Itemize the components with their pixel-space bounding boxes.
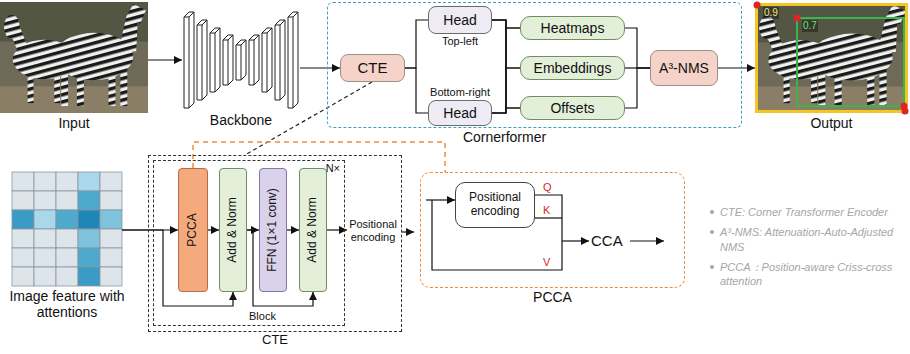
head-box: HeadTop-left [428,6,492,34]
connector [492,28,520,113]
note-text: CTE: Corner Transformer Encoder [708,205,903,219]
connector [208,229,219,230]
query-label: Q [543,181,552,194]
note-text: PCCA：Position-aware Criss-cross attentio… [708,260,903,289]
value-label: V [543,256,550,269]
attention-bar: PCCA [178,168,208,292]
connector [492,108,520,113]
node-caption: PCCA [533,289,572,305]
connector [625,68,650,108]
node-caption: Image feature with attentions [9,288,125,320]
corner-dots [754,2,909,115]
node-label: A³-NMS [659,60,709,76]
bullet [710,265,714,269]
output-box: Heatmaps [520,16,625,40]
block-label: Block [249,310,276,323]
detection-box [757,5,907,112]
connector [625,28,650,68]
connector [287,229,299,230]
process-box: A³-NMS [650,50,718,86]
encoder-box: CTEN×PCCAAdd & NormFFN (1×1 conv)Add & N… [148,155,402,332]
connector [300,67,340,68]
connector [148,59,182,60]
note-text: A³-NMS: Attenuation-Auto-Adjusted NMS [708,225,903,254]
feature-grid [12,172,122,286]
norm-bar: Add & Norm [299,168,327,292]
operation-label: CCA [591,232,623,249]
backbone-layers [184,12,298,108]
connector [405,20,428,68]
node-label: Head [443,12,476,28]
output-image: Output [755,3,908,113]
connector [327,229,347,230]
node-label: Embeddings [534,60,612,76]
ffn-bar: FFN (1×1 conv) [259,168,287,292]
node-caption: Backbone [210,112,272,128]
node-label: Add & Norm [306,197,320,262]
score-label: 0.9 [763,7,779,19]
group-box: CornerformerCTEHeadTop-leftBottom-rightH… [327,2,742,128]
feature-grid: Image feature with attentions [12,172,122,286]
node-label: Heatmaps [541,20,605,36]
score-label: 0.7 [802,20,818,32]
detail-box: PCCAPositional encoding [420,172,685,288]
bullet [710,230,714,234]
node-caption: Output [810,115,852,131]
notes: CTE: Corner Transformer EncoderA³-NMS: A… [708,205,903,294]
node-label: Offsets [550,100,594,116]
input-photo [0,2,148,113]
node-label: N× [326,162,340,175]
node-caption: CTE [262,333,288,348]
block-box: N× PCCA Add & Norm FFN (1×1 conv) Add & Norm [153,160,345,326]
backbone: Backbone [182,10,300,110]
output-box: Embeddings [520,56,625,80]
node-label: PCCA [186,213,200,246]
input-image: Input [0,2,148,113]
node-caption: Input [58,115,89,131]
output-photo [755,3,908,113]
output-arrow [402,231,414,232]
node-label: Positional encoding [456,191,534,219]
connector [492,68,520,113]
connector [405,68,428,113]
node-label: Head [443,105,476,121]
key-label: K [543,204,550,217]
node-caption: Top-left [442,35,478,48]
node-caption: Bottom-right [430,86,490,99]
node-label: Add & Norm [226,197,240,262]
detection-box [797,18,904,106]
node-label: Positional encoding [347,218,399,243]
encoding-box: Positional encoding [455,182,535,228]
node-label: CTE [358,59,388,76]
node-label: FFN (1×1 conv) [266,188,280,272]
encoding-region: Positional encoding [347,213,399,249]
connector [718,67,755,68]
output-box: Offsets [520,96,625,120]
node-caption: Cornerformer [463,129,546,145]
bullet [710,210,714,214]
head-box: Bottom-rightHead [428,100,492,126]
process-box: CTE [340,54,405,82]
norm-bar: Add & Norm [219,168,247,292]
